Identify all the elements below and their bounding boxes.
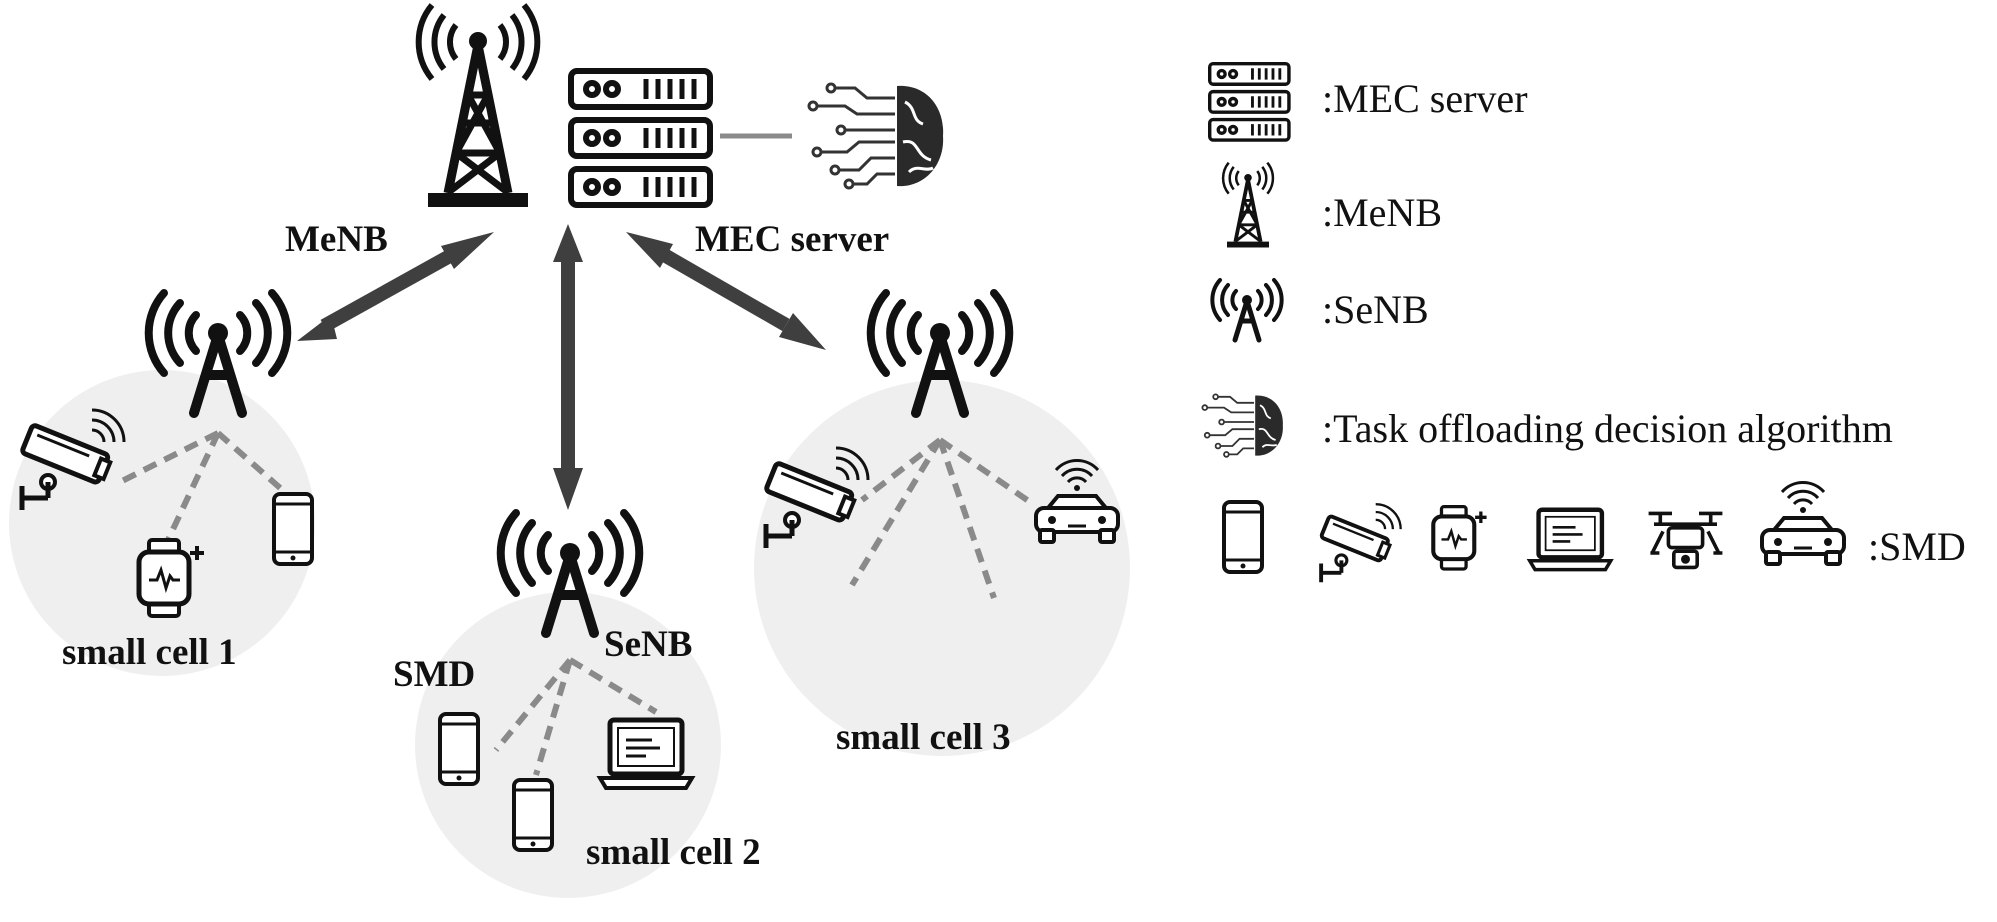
menb-label: MeNB — [285, 219, 388, 260]
smartphone-icon — [512, 778, 554, 852]
legend-menb: :MeNB — [1221, 160, 1442, 250]
drone-icon — [1646, 511, 1725, 570]
legend-smd-label: :SMD — [1868, 524, 1966, 569]
wifi-camera-icon — [1318, 502, 1403, 585]
legend-smd: :SMD — [1222, 480, 1966, 585]
small-tower-icon — [1212, 280, 1281, 340]
backhaul-arrows — [297, 224, 826, 510]
mec-server-label: MEC server — [695, 219, 889, 260]
arrow-mec-cell3 — [626, 232, 826, 350]
small-cell-2-label: small cell 2 — [586, 832, 761, 873]
arrow-menb-cell1 — [297, 232, 494, 341]
wireless-links — [116, 430, 1032, 776]
macro-tower-icon — [419, 5, 538, 207]
smartphone-icon — [438, 712, 480, 786]
smartphone-icon — [1222, 500, 1264, 574]
ai-brain-circuit-icon — [807, 82, 945, 190]
legend-menb-label: :MeNB — [1322, 190, 1442, 235]
legend-mec-server: :MEC server — [1207, 61, 1528, 142]
macro-tower-icon — [1221, 160, 1275, 250]
small-cell-1-label: small cell 1 — [62, 632, 237, 673]
legend-senb-label: :SeNB — [1322, 287, 1429, 332]
smd-label: SMD — [393, 654, 475, 695]
small-cell-3-label: small cell 3 — [836, 717, 1011, 758]
legend-algorithm-label: :Task offloading decision algorithm — [1322, 406, 1893, 451]
server-rack-icon — [1207, 61, 1291, 142]
ai-brain-circuit-icon — [1201, 393, 1284, 458]
connected-car-icon — [1760, 480, 1846, 566]
laptop-icon — [600, 720, 692, 788]
senb-label: SeNB — [604, 624, 692, 665]
small-cell-2: SeNB SMD small cell 2 — [393, 513, 761, 873]
core-network: MeNB MEC server — [285, 5, 945, 260]
legend: :MEC server :MeNB :SeNB :Task offloading… — [1201, 61, 1966, 585]
small-cell-3-region — [754, 380, 1130, 756]
server-rack-icon — [571, 71, 710, 205]
smartphone-icon — [272, 492, 314, 566]
legend-algorithm: :Task offloading decision algorithm — [1201, 393, 1893, 458]
small-cell-2-region — [415, 592, 721, 898]
small-cell-3: small cell 3 — [766, 293, 1120, 758]
small-cell-1: small cell 1 — [22, 293, 314, 673]
laptop-icon — [1530, 510, 1611, 570]
smartwatch-icon — [1433, 507, 1486, 569]
small-cell-1-region — [9, 370, 315, 676]
legend-senb: :SeNB — [1212, 280, 1429, 340]
legend-mec-server-label: :MEC server — [1322, 76, 1528, 121]
arrow-core-cell2 — [553, 224, 583, 510]
